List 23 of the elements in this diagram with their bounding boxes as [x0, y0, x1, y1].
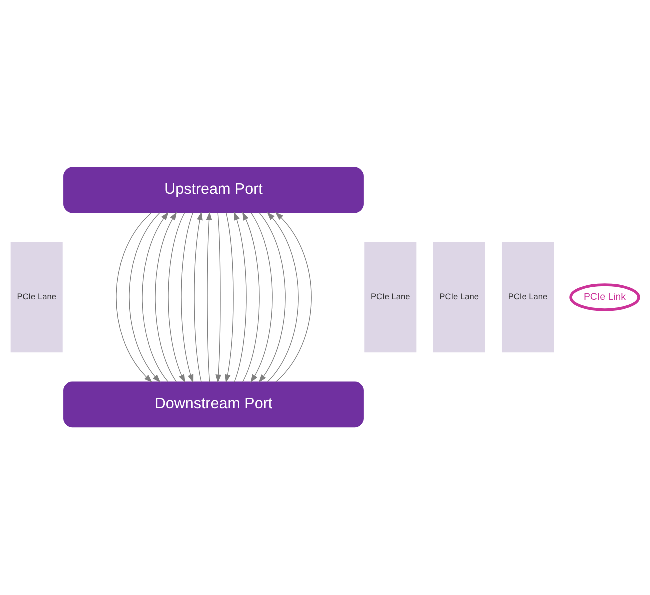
node-box: PCIe Lane — [364, 242, 417, 353]
arrow — [194, 212, 203, 382]
arrow — [168, 212, 186, 384]
arrow — [267, 212, 299, 382]
node-box: Upstream Port — [64, 167, 364, 214]
arrow — [216, 212, 222, 384]
arrow — [242, 212, 260, 382]
arrow — [181, 212, 194, 384]
arrow — [234, 212, 247, 382]
node-box: Downstream Port — [64, 382, 364, 428]
node-box: PCIe Lane — [433, 242, 486, 353]
arrow — [129, 212, 161, 383]
arrow — [116, 212, 153, 383]
arrow — [258, 212, 286, 383]
arrow — [155, 212, 178, 382]
arrow — [250, 212, 273, 383]
arrow — [206, 212, 212, 382]
node-box: PCIe Lane — [10, 242, 63, 353]
node-box: PCIe Lane — [502, 242, 554, 353]
arrow — [142, 212, 169, 382]
arrow — [224, 212, 234, 384]
node-ellipse: PCIe Link — [570, 284, 640, 312]
arrow — [275, 212, 312, 382]
